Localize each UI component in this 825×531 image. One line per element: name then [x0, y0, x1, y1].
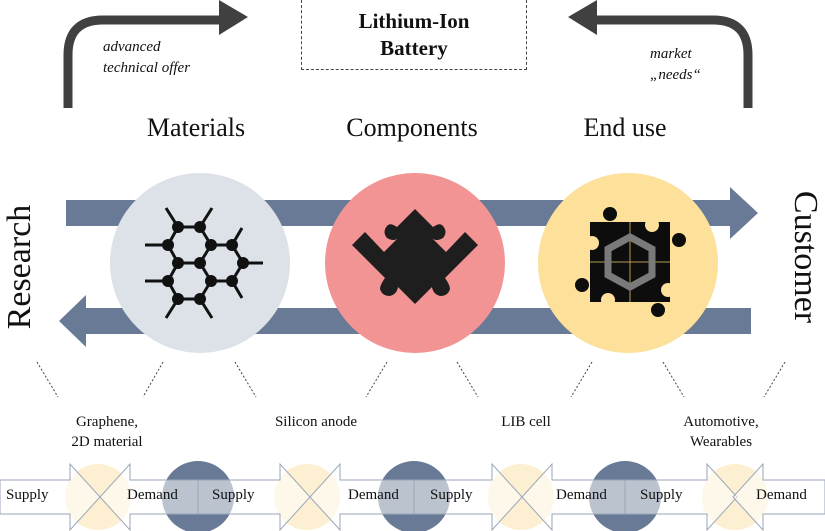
demand-arrow	[309, 462, 415, 531]
offer-arrow	[63, 15, 222, 108]
example-components: Silicon anode	[236, 412, 396, 432]
offer-note-line2: technical offer	[103, 60, 191, 76]
offer-arrowhead	[219, 0, 248, 35]
stage-label-end-use: End use	[583, 113, 667, 142]
needs-note: market „needs“	[650, 44, 701, 86]
chain-label-demand: Demand	[756, 487, 807, 503]
offer-note: advanced technical offer	[103, 37, 190, 79]
chain-label-supply: Supply	[212, 487, 255, 503]
example-customer: Automotive, Wearables	[641, 412, 801, 452]
example-materials: Graphene, 2D material	[27, 412, 187, 452]
puzzle-piece-icon	[352, 209, 478, 304]
example-materials-line2: 2D material	[71, 434, 143, 450]
example-components-line1: Silicon anode	[274, 414, 358, 430]
dashed-connector	[36, 361, 59, 398]
title-box: Lithium-Ion Battery	[301, 0, 527, 70]
supply-arrow	[0, 462, 101, 531]
needs-note-line2: „needs“	[650, 67, 701, 83]
graphene-hexagon-icon	[145, 207, 263, 319]
title-line1: Lithium-Ion	[358, 9, 470, 33]
example-end-use-line1: LIB cell	[501, 414, 551, 430]
demand-arrow	[521, 462, 626, 531]
needs-arrowhead	[568, 0, 597, 35]
needs-arrow	[594, 15, 753, 108]
supply-arrow	[624, 462, 738, 531]
research-label: Research	[1, 204, 38, 330]
chain-label-demand: Demand	[127, 487, 178, 503]
example-customer-line2: Wearables	[689, 434, 753, 450]
example-materials-line1: Graphene,	[75, 414, 139, 430]
dashed-connector	[365, 361, 388, 398]
offer-note-line1: advanced	[103, 39, 161, 55]
dashed-connector	[662, 361, 685, 398]
dashed-connector	[234, 361, 257, 398]
stage-label-components: Components	[346, 113, 478, 142]
dashed-connector	[763, 361, 786, 398]
example-end-use: LIB cell	[446, 412, 606, 432]
dashed-connector	[456, 361, 479, 398]
chain-label-supply: Supply	[6, 487, 49, 503]
demand-arrow	[732, 462, 825, 531]
needs-note-line1: market	[650, 46, 692, 62]
example-customer-line1: Automotive,	[683, 414, 759, 430]
chain-label-supply: Supply	[430, 487, 473, 503]
supply-arrow	[197, 462, 311, 531]
dashed-connector	[142, 361, 164, 398]
stage-label-materials: Materials	[146, 113, 246, 142]
customer-label: Customer	[787, 190, 824, 324]
dashed-connector	[570, 361, 593, 398]
supply-arrow	[413, 462, 523, 531]
chain-label-supply: Supply	[640, 487, 683, 503]
assembled-puzzle-icon	[575, 207, 686, 317]
chain-label-demand: Demand	[556, 487, 607, 503]
title-line2: Battery	[380, 36, 448, 60]
chain-label-demand: Demand	[348, 487, 399, 503]
demand-arrow	[99, 462, 199, 531]
